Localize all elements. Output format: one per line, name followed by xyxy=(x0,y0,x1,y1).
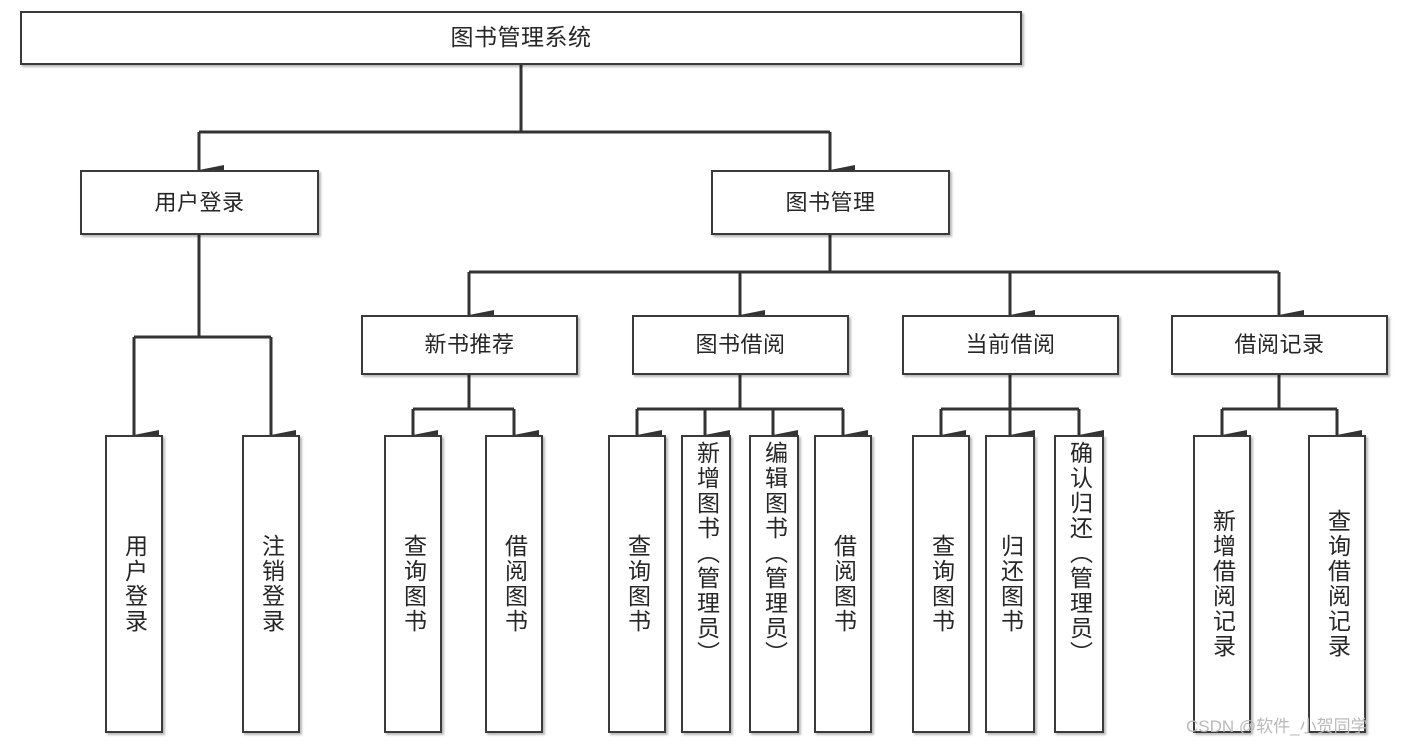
leaf-current-borrow-query-books[interactable]: 查询图书 xyxy=(912,435,970,733)
leaf-user-login-login[interactable]: 用户登录 xyxy=(105,435,163,733)
node-current-borrow[interactable]: 当前借阅 xyxy=(902,315,1119,375)
node-label: 查询图书 xyxy=(624,534,651,634)
node-label: 新增借阅记录 xyxy=(1209,509,1236,659)
leaf-book-borrow-edit-book-admin[interactable]: 编辑图书（管理员） xyxy=(749,435,799,733)
node-label: 图书管理系统 xyxy=(450,24,592,51)
node-book-management[interactable]: 图书管理 xyxy=(711,170,950,235)
leaf-user-login-logout[interactable]: 注销登录 xyxy=(242,435,300,733)
node-label: 图书借阅 xyxy=(695,332,786,358)
node-label: 当前借阅 xyxy=(965,332,1056,358)
node-label: 归还图书 xyxy=(997,534,1024,634)
leaf-book-borrow-borrow-books[interactable]: 借阅图书 xyxy=(814,435,872,733)
csdn-watermark: CSDN @软件_小贺同学 xyxy=(1186,717,1368,736)
node-label: 新书推荐 xyxy=(424,332,515,358)
node-book-borrow[interactable]: 图书借阅 xyxy=(632,315,849,375)
node-user-login[interactable]: 用户登录 xyxy=(80,170,319,235)
leaf-book-borrow-query-books[interactable]: 查询图书 xyxy=(608,435,666,733)
leaf-records-query-record[interactable]: 查询借阅记录 xyxy=(1308,435,1366,733)
node-label: 查询图书 xyxy=(928,534,955,634)
node-borrow-records[interactable]: 借阅记录 xyxy=(1171,315,1388,375)
node-label: 图书管理 xyxy=(785,189,876,215)
leaf-new-book-query-books[interactable]: 查询图书 xyxy=(384,435,442,733)
node-root-book-management-system[interactable]: 图书管理系统 xyxy=(20,11,1022,65)
leaf-records-add-record[interactable]: 新增借阅记录 xyxy=(1193,435,1251,733)
node-label: 借阅记录 xyxy=(1234,332,1325,358)
node-label: 借阅图书 xyxy=(830,534,857,634)
node-label: 编辑图书（管理员） xyxy=(761,441,788,666)
node-label: 确认归还（管理员） xyxy=(1066,441,1093,666)
node-label: 借阅图书 xyxy=(501,534,528,634)
leaf-book-borrow-add-book-admin[interactable]: 新增图书（管理员） xyxy=(681,435,731,733)
node-new-book-recommend[interactable]: 新书推荐 xyxy=(361,315,578,375)
leaf-current-borrow-return-books[interactable]: 归还图书 xyxy=(985,435,1035,733)
node-label: 注销登录 xyxy=(258,534,285,634)
node-label: 用户登录 xyxy=(121,534,148,634)
leaf-current-borrow-confirm-return-admin[interactable]: 确认归还（管理员） xyxy=(1054,435,1104,733)
node-label: 查询借阅记录 xyxy=(1324,509,1351,659)
leaf-new-book-borrow-books[interactable]: 借阅图书 xyxy=(485,435,543,733)
node-label: 新增图书（管理员） xyxy=(693,441,720,666)
node-label: 用户登录 xyxy=(154,189,245,215)
node-label: 查询图书 xyxy=(400,534,427,634)
